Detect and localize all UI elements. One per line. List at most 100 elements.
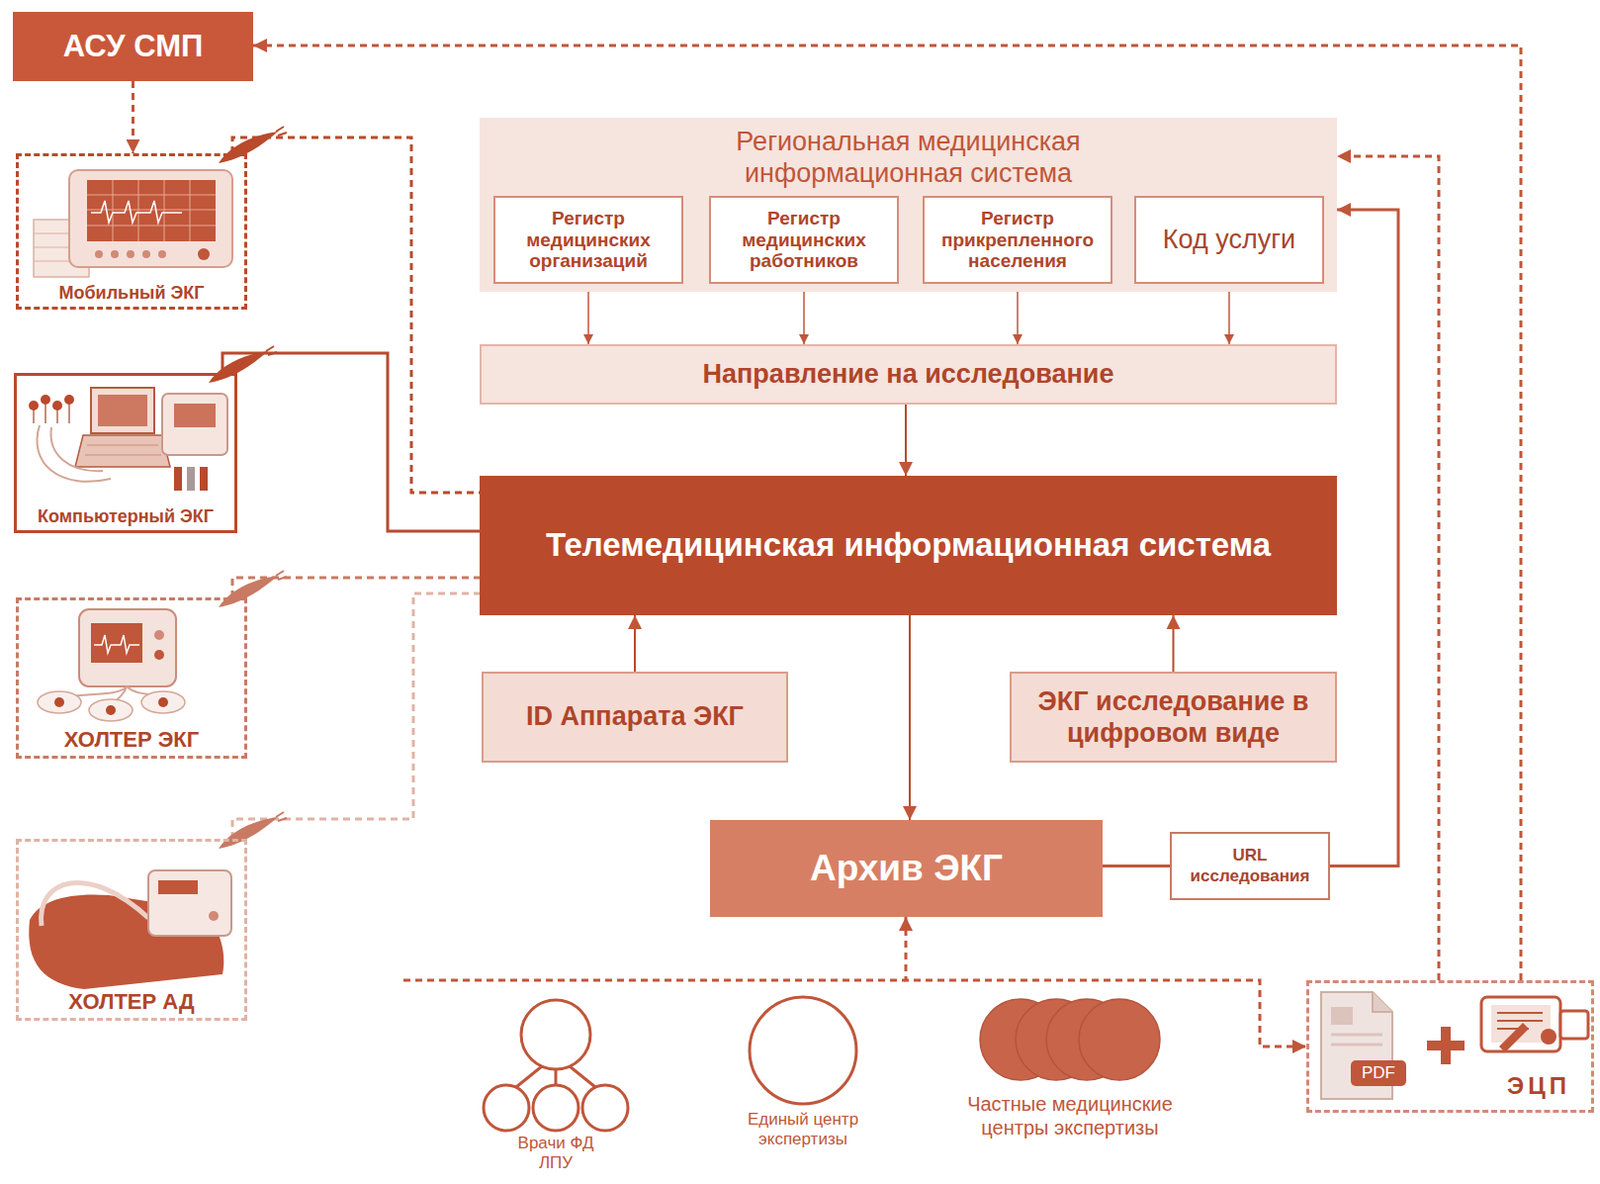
node-label: Региональная медицинская информационная … (696, 125, 1122, 190)
plus-sign (1426, 1040, 1465, 1051)
computer-ecg-device (174, 403, 216, 428)
expertise-center-circle (749, 996, 857, 1104)
plug-icon (218, 816, 278, 849)
node-label: ХОЛТЕР АД (64, 988, 198, 1015)
signature-icon (1491, 1004, 1551, 1043)
expertise-center-circle (749, 996, 857, 1104)
connector (222, 353, 480, 532)
computer-ecg-device (52, 400, 63, 411)
bus-line (403, 978, 906, 982)
holter-ecg-device (79, 609, 177, 687)
node-label: Единый центр экспертизы (733, 1109, 873, 1150)
node-label: Врачи ФД ЛПУ (506, 1133, 606, 1173)
holter-ecg-device (37, 609, 185, 721)
connector (802, 283, 805, 345)
connector (232, 593, 480, 839)
plug-icon (218, 126, 287, 164)
connector (587, 283, 590, 345)
document-box: PDF ЭЦП (1306, 979, 1595, 1113)
holter-ecg-device (141, 691, 185, 713)
holter-ecg-device (105, 705, 116, 715)
node-label: Код услуги (1162, 223, 1296, 256)
data-box: ID Аппарата ЭКГ (481, 671, 789, 763)
connector (232, 577, 480, 598)
private-centers-circles (979, 998, 1062, 1080)
computer-ecg-device (90, 387, 155, 434)
plus-sign (1440, 1026, 1451, 1065)
node-label: АСУ СМП (63, 28, 204, 66)
mobile-ecg-device (158, 250, 167, 259)
node-label: ХОЛТЕР ЭКГ (60, 726, 204, 753)
device-box: Компьютерный ЭКГ (13, 372, 238, 534)
holter-bp-device (28, 870, 232, 989)
computer-ecg-device (162, 393, 228, 455)
connector (1016, 283, 1019, 345)
holter-ecg-device (61, 686, 164, 707)
expert-group: Врачи ФД ЛПУ (481, 996, 630, 1180)
holter-ecg-device (93, 634, 140, 653)
signature-icon (1481, 996, 1589, 1053)
private-centers-circles (1078, 998, 1160, 1080)
plug-icon (218, 811, 287, 849)
holter-ecg-device (90, 622, 143, 663)
holter-bp-device (208, 910, 219, 921)
computer-ecg-device (199, 466, 208, 491)
connector (131, 81, 135, 154)
device-box: ХОЛТЕР ЭКГ (15, 597, 248, 759)
plug-icon (266, 346, 277, 356)
doctors-circles (582, 1084, 628, 1131)
connector (1330, 209, 1399, 867)
system-box: АСУ СМП (12, 11, 254, 82)
connector (1336, 156, 1439, 980)
url-box: URL исследования (1169, 831, 1331, 900)
computer-ecg-device (40, 394, 51, 405)
plug-icon (275, 570, 287, 580)
computer-ecg-device (33, 399, 70, 424)
pdf-icon (1372, 991, 1393, 1012)
pdf-icon (1331, 1006, 1353, 1025)
mobile-ecg-device (90, 200, 182, 223)
connector (1172, 615, 1175, 672)
mobile-ecg-device (33, 170, 233, 277)
computer-ecg-device (51, 427, 103, 471)
signature-icon (1497, 1012, 1543, 1029)
device-box: Мобильный ЭКГ (15, 153, 248, 310)
node-label: Мобильный ЭКГ (55, 282, 209, 304)
archive-box: Архив ЭКГ (710, 819, 1103, 917)
plug-icon (208, 351, 268, 383)
node-label: Регистр прикрепленного населения (930, 207, 1105, 273)
plug-icon (218, 575, 278, 608)
doctors-circles (483, 1084, 530, 1131)
plus-sign (1426, 1026, 1465, 1065)
mobile-ecg-device (142, 250, 151, 259)
plug-icon (218, 131, 278, 164)
mobile-ecg-device (87, 179, 216, 242)
doctors-circles (521, 999, 591, 1069)
computer-ecg-device (36, 425, 111, 482)
node-label: Регистр медицинских работников (716, 207, 891, 273)
node-label: ЭЦП (1489, 1071, 1589, 1100)
system-box: Телемедицинская информационная система (479, 475, 1337, 616)
connector (1228, 283, 1231, 345)
register-box: Регистр медицинских работников (709, 195, 899, 284)
pdf-icon (1350, 1060, 1407, 1086)
pdf-icon (1321, 991, 1393, 1099)
connector (904, 404, 907, 476)
connectors (133, 45, 1522, 1047)
private-centers-circles (979, 998, 1160, 1080)
register-box: Регистр прикрепленного населения (922, 195, 1113, 284)
node-label: Регистр медицинских организаций (501, 207, 676, 273)
holter-bp-device (148, 870, 232, 936)
mobile-ecg-device (126, 250, 135, 259)
holter-bp-device (41, 882, 149, 926)
holter-ecg-device (37, 691, 82, 713)
expert-circle: Единый центр экспертизы (733, 994, 873, 1178)
device-box: ХОЛТЕР АД (15, 838, 248, 1021)
node-label: Частные медицинские центры экспертизы (959, 1092, 1182, 1140)
node-label: PDF (1350, 1060, 1407, 1086)
signature-icon (1499, 1022, 1529, 1053)
connector (908, 615, 911, 820)
system-band: Региональная медицинская информационная … (479, 117, 1337, 292)
pdf-icon (1331, 1034, 1383, 1045)
